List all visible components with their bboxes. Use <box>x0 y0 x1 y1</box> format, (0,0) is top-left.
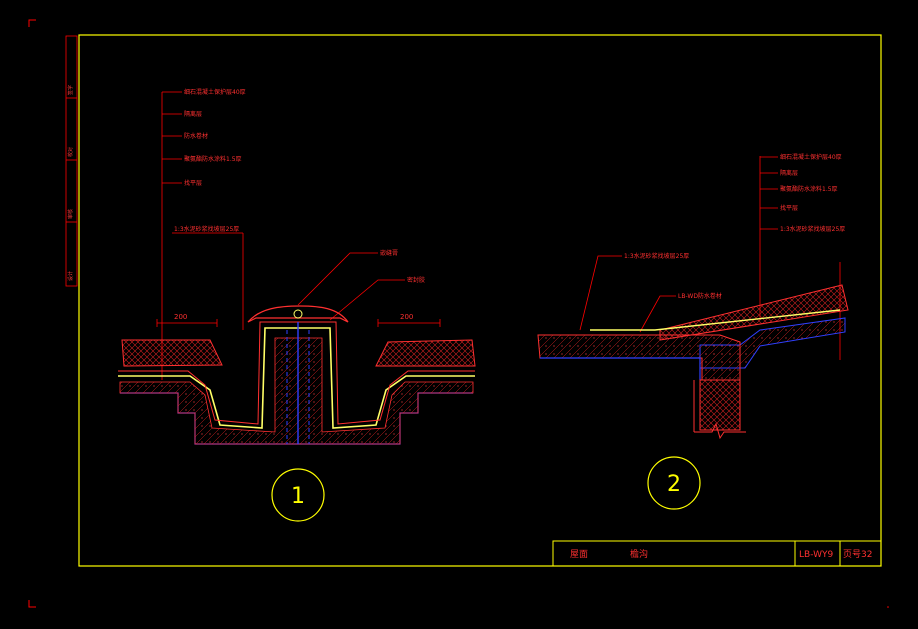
dimension-label: 200 <box>400 313 413 321</box>
callout-label: 找平层 <box>780 204 798 212</box>
title-category: 屋面 <box>570 549 588 560</box>
wall <box>699 379 741 431</box>
detail-2-section: 细石混凝土保护层40厚 隔离层 聚氨酯防水涂料1.5厚 找平层 1:3水泥砂浆找… <box>537 153 849 510</box>
side-strip-label: 签字 <box>67 85 74 95</box>
crop-mark-bottom-left <box>28 600 36 608</box>
side-strip-label: 审核 <box>67 209 74 219</box>
title-name: 檐沟 <box>630 548 648 560</box>
callout-label: 1:3水泥砂浆找坡层25厚 <box>780 225 845 233</box>
crop-dot <box>887 606 889 608</box>
callout-label: 嵌缝膏 <box>380 249 398 257</box>
callout-label: LB-WD防水卷材 <box>678 292 722 300</box>
side-strip-label: 设计 <box>67 271 74 281</box>
title-block: 屋面 檐沟 LB-WY9 页号32 <box>552 540 882 567</box>
detail-marker-2 <box>647 456 701 510</box>
callout-label: 聚氨酯防水涂料1.5厚 <box>780 185 838 193</box>
detail-1-section: 细石混凝土保护层40厚 隔离层 防水卷材 聚氨酯防水涂料1.5厚 找平层 1:3… <box>118 88 476 522</box>
callout-label: 密封胶 <box>407 276 425 284</box>
gutter-concrete <box>119 337 474 445</box>
detail-marker-1 <box>271 468 325 522</box>
callout-label: 防水卷材 <box>184 132 208 140</box>
callout-label: 聚氨酯防水涂料1.5厚 <box>184 155 242 163</box>
callout-label: 1:3水泥砂浆找坡层25厚 <box>174 225 239 233</box>
callout-label: 找平层 <box>184 179 202 187</box>
side-strip: 签字 校对 审核 设计 <box>65 35 78 287</box>
callout-label: 隔离层 <box>780 169 798 177</box>
side-strip-label: 校对 <box>67 147 74 157</box>
coping-cap <box>247 305 349 323</box>
dimension-label: 200 <box>174 313 187 321</box>
detail-number: 2 <box>667 472 681 497</box>
callout-label: 隔离层 <box>184 110 202 118</box>
callout-label: 细石混凝土保护层40厚 <box>780 153 842 161</box>
crop-mark-top-left <box>28 19 36 27</box>
detail-number: 1 <box>291 484 305 509</box>
callout-label: 细石混凝土保护层40厚 <box>184 88 246 96</box>
drawing-code: LB-WY9 <box>799 550 833 560</box>
insulation-layer-left <box>121 339 223 367</box>
drawing-frame <box>78 34 882 567</box>
page-number: 页号32 <box>843 549 872 560</box>
insulation-layer-right <box>375 339 476 367</box>
roof-membrane <box>590 309 841 331</box>
callout-label: 1:3水泥砂浆找坡层25厚 <box>624 252 689 260</box>
